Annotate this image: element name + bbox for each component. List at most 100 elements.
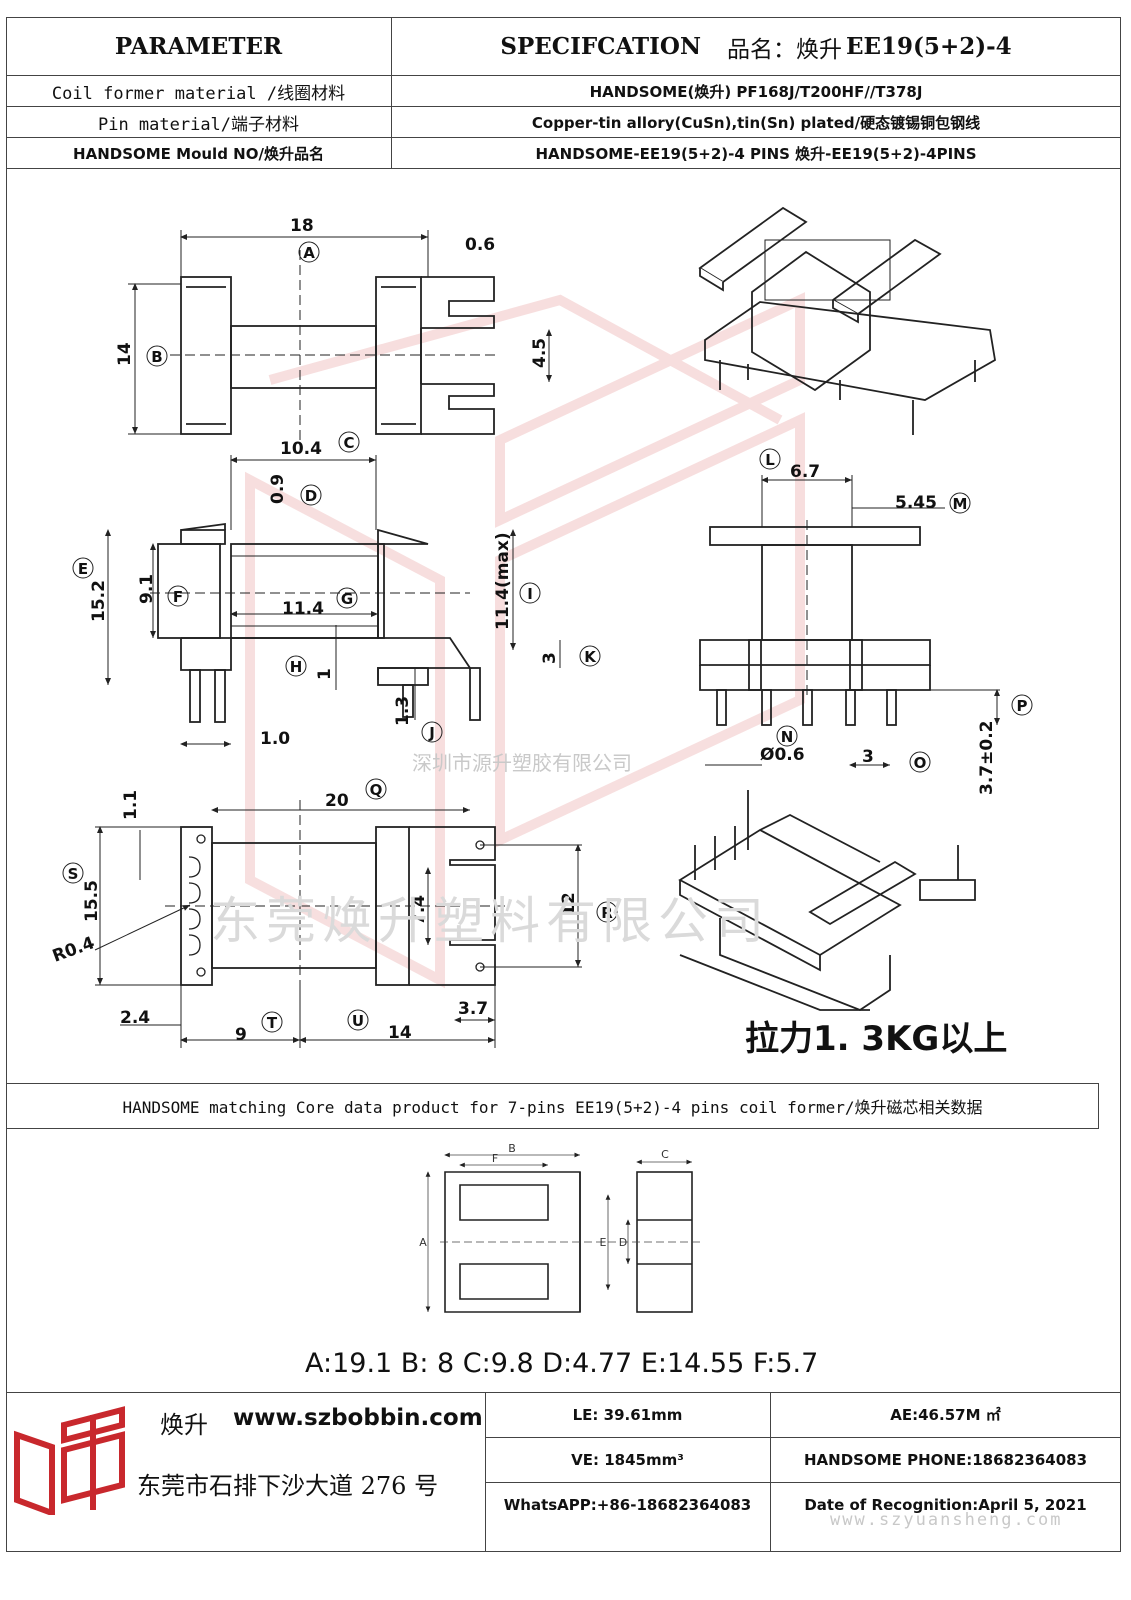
watermark-shenzhen: 深圳市源升塑胶有限公司 bbox=[412, 751, 632, 775]
spec-sheet bbox=[6, 17, 1121, 1552]
svg-text:L: L bbox=[765, 451, 775, 469]
top-view bbox=[170, 250, 500, 440]
dim-3: 3 bbox=[540, 652, 560, 664]
iso-view-top bbox=[698, 206, 996, 435]
header-row bbox=[6, 17, 1121, 76]
footer-ae: AE:46.57M ㎡ bbox=[890, 1406, 1001, 1424]
product-name-value: EE19(5+2)-4 bbox=[845, 33, 1012, 60]
dimension-lines bbox=[94, 230, 1000, 1048]
dim-9-1: 9.1 bbox=[137, 574, 157, 604]
svg-text:N: N bbox=[781, 728, 794, 746]
dim-5-45: 5.45 bbox=[895, 493, 937, 513]
spec-title-cell: SPECIFCATION 品名：焕升 EE19(5+2)-4 bbox=[391, 17, 1121, 76]
svg-text:P: P bbox=[1017, 697, 1028, 715]
iso-view-bottom bbox=[678, 790, 976, 1012]
dim-2-4: 2.4 bbox=[120, 1008, 150, 1028]
label-F: F bbox=[167, 585, 189, 607]
svg-text:K: K bbox=[584, 648, 597, 666]
pull-force-note: 拉力1. 3KG以上 bbox=[745, 1019, 1007, 1059]
dim-20: 20 bbox=[325, 791, 349, 811]
dim-14: 14 bbox=[115, 342, 135, 366]
dim-1: 1 bbox=[315, 668, 335, 680]
dim-1-3: 1.3 bbox=[393, 696, 413, 726]
svg-text:J: J bbox=[428, 724, 435, 742]
footer-brand: 焕升 bbox=[160, 1411, 208, 1439]
label-A: A bbox=[298, 241, 320, 263]
dim-3-7: 3.7±0.2 bbox=[977, 721, 997, 795]
dim-15-2: 15.2 bbox=[89, 580, 109, 622]
label-Q: Q bbox=[365, 778, 387, 800]
svg-text:G: G bbox=[341, 590, 353, 608]
dim-7-4: 7.4 bbox=[409, 895, 429, 925]
dim-18: 18 bbox=[290, 216, 314, 236]
svg-text:B: B bbox=[151, 348, 162, 366]
watermark-dongguan: 东莞焕升塑料有限公司 bbox=[210, 892, 770, 950]
footer-ve: VE: 1845mm³ bbox=[571, 1450, 684, 1469]
dim-0-9: 0.9 bbox=[268, 474, 288, 504]
param-value-mould: HANDSOME-EE19(5+2)-4 PINS 焕升-EE19(5+2)-4… bbox=[535, 145, 977, 163]
label-D: D bbox=[300, 484, 322, 506]
param-value-pin: Copper-tin allory(CuSn),tin(Sn) plated/硬… bbox=[531, 114, 981, 132]
footer-phone: HANDSOME PHONE:18682364083 bbox=[803, 1450, 1088, 1469]
svg-text:E: E bbox=[78, 560, 88, 578]
bottom-view bbox=[165, 800, 505, 1000]
label-B: B bbox=[146, 345, 168, 367]
svg-text:R: R bbox=[601, 904, 613, 922]
company-logo bbox=[14, 1406, 125, 1515]
svg-text:Q: Q bbox=[370, 781, 383, 799]
footer-divider-2 bbox=[770, 1392, 771, 1552]
footer-website[interactable]: www.szbobbin.com bbox=[233, 1405, 483, 1431]
label-J: J bbox=[421, 721, 443, 743]
dim-4-5: 4.5 bbox=[530, 338, 550, 368]
param-value-coil: HANDSOME(焕升) PF168J/T200HF//T378J bbox=[589, 83, 923, 101]
label-S: S bbox=[62, 862, 84, 884]
dim-1-0: 1.0 bbox=[260, 729, 290, 749]
svg-text:D: D bbox=[305, 487, 317, 505]
label-R: R bbox=[596, 901, 618, 923]
label-U: U bbox=[347, 1009, 369, 1031]
header-divider bbox=[391, 17, 392, 169]
dim-12: 12 bbox=[559, 892, 579, 916]
param-label-pin: Pin material/端子材料 bbox=[97, 115, 300, 135]
label-M: M bbox=[949, 492, 971, 514]
core-label-B: B bbox=[508, 1142, 516, 1155]
core-label-D: D bbox=[619, 1236, 627, 1249]
spec-title: SPECIFCATION bbox=[500, 33, 701, 60]
footer-divider-1 bbox=[485, 1392, 486, 1552]
label-H: H bbox=[285, 655, 307, 677]
footer-site-watermark: www.szyuansheng.com bbox=[830, 1510, 1063, 1530]
dim-11-4-max: 11.4(max) bbox=[493, 532, 513, 630]
label-C: C bbox=[338, 431, 360, 453]
dim-3-7-b: 3.7 bbox=[458, 999, 488, 1019]
footer-address: 东莞市石排下沙大道 276 号 bbox=[137, 1472, 439, 1500]
dim-3-pitch: 3 bbox=[862, 747, 874, 767]
label-T: T bbox=[261, 1011, 283, 1033]
param-label-mould: HANDSOME Mould NO/焕升品名 bbox=[73, 145, 324, 163]
dim-14-b: 14 bbox=[388, 1023, 412, 1043]
product-name-label: 品名：焕升 bbox=[726, 36, 842, 63]
svg-text:C: C bbox=[343, 434, 354, 452]
dim-15-5: 15.5 bbox=[82, 880, 102, 922]
label-I: I bbox=[519, 582, 541, 604]
dim-dia-0-6: Ø0.6 bbox=[760, 745, 805, 765]
footer-date: Date of Recognition:April 5, 2021 bbox=[804, 1495, 1087, 1514]
core-title: HANDSOME matching Core data product for … bbox=[122, 1098, 983, 1117]
core-label-E: E bbox=[600, 1236, 607, 1249]
footer-le: LE: 39.61mm bbox=[572, 1405, 683, 1424]
core-label-A: A bbox=[419, 1236, 427, 1249]
front-view bbox=[699, 520, 931, 726]
core-label-F: F bbox=[492, 1152, 498, 1165]
param-label-coil: Coil former material /线圈材料 bbox=[51, 84, 346, 104]
svg-text:O: O bbox=[914, 754, 927, 772]
label-L: L bbox=[759, 448, 781, 470]
footer-top-line bbox=[6, 1392, 1121, 1393]
footer-row-line-1 bbox=[485, 1437, 1121, 1438]
svg-text:U: U bbox=[352, 1012, 364, 1030]
param-row-3 bbox=[6, 138, 1121, 169]
label-E: E bbox=[72, 557, 94, 579]
svg-text:T: T bbox=[267, 1014, 278, 1032]
parameter-title: PARAMETER bbox=[114, 33, 283, 60]
label-P: P bbox=[1011, 694, 1033, 716]
